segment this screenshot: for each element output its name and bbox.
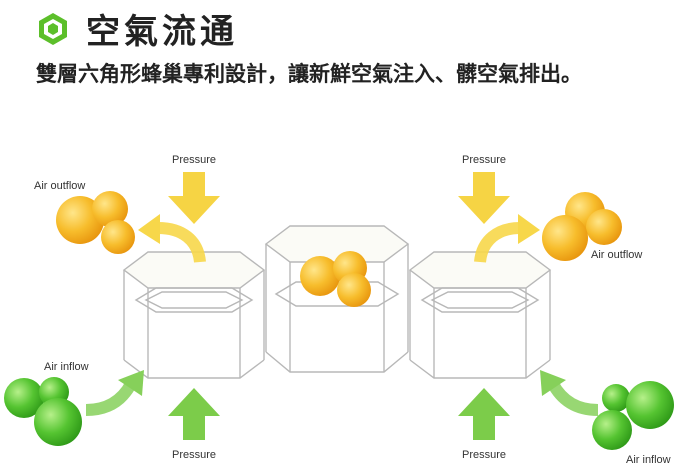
air-inflow-balls-right	[592, 381, 674, 450]
pressure-arrow-down-right	[458, 172, 510, 224]
air-outflow-label-right: Air outflow	[591, 249, 642, 261]
inflow-arrow-left	[85, 370, 144, 416]
page-subtitle: 雙層六角形蜂巢專利設計，讓新鮮空氣注入、髒空氣排出。	[36, 61, 582, 86]
air-inflow-label-left: Air inflow	[44, 361, 89, 373]
air-outflow-label-left: Air outflow	[34, 180, 85, 192]
title-row: 空氣流通	[36, 4, 238, 53]
outflow-arrow-left	[138, 214, 206, 263]
pressure-arrow-up-right	[458, 388, 510, 440]
middle-hex-cell	[264, 225, 410, 373]
page-title: 空氣流通	[86, 12, 238, 52]
air-outflow-balls-right	[542, 192, 622, 261]
inflow-arrow-right	[540, 370, 599, 416]
pressure-label-top-right: Pressure	[462, 154, 506, 166]
air-balls-middle	[300, 251, 371, 307]
outflow-arrow-right	[474, 214, 540, 263]
air-outflow-balls-left	[56, 191, 135, 254]
pressure-label-bottom-left: Pressure	[172, 449, 216, 461]
right-hex-cell	[408, 251, 552, 379]
air-inflow-label-right: Air inflow	[626, 454, 671, 466]
hexagon-bullet-icon	[39, 12, 67, 45]
pressure-label-top-left: Pressure	[172, 154, 216, 166]
pressure-label-bottom-right: Pressure	[462, 449, 506, 461]
left-hex-cell	[122, 251, 266, 379]
header: 空氣流通 雙層六角形蜂巢專利設計，讓新鮮空氣注入、髒空氣排出。	[0, 0, 700, 100]
pressure-arrow-down-left	[168, 172, 220, 224]
pressure-arrow-up-left	[168, 388, 220, 440]
air-inflow-balls-left	[4, 377, 82, 446]
